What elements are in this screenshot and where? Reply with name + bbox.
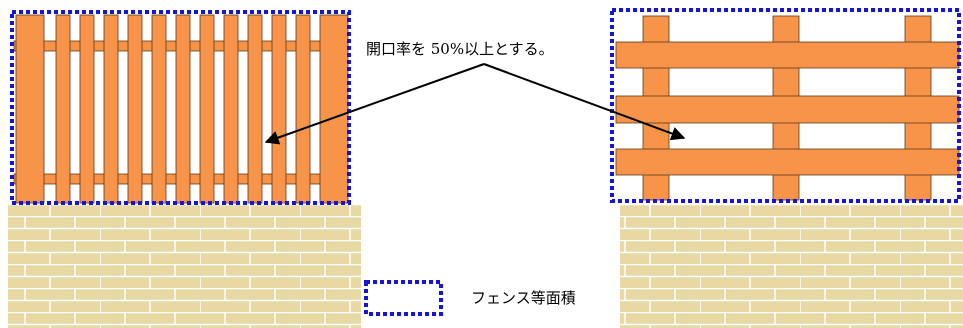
right-fence-area-boundary [610, 8, 961, 203]
arrow-to-right-fence [483, 63, 686, 141]
vertical-slat-fence [13, 14, 349, 204]
left-fence-area-boundary [10, 10, 351, 205]
right-brick-wall [620, 204, 963, 328]
left-brick-wall [8, 204, 361, 328]
horizontal-board-fence [615, 15, 960, 201]
legend-label: フェンス等面積 [471, 289, 576, 307]
opening-ratio-annotation: 開口率を 50%以上とする。 [366, 40, 554, 58]
arrow-to-left-fence [264, 63, 485, 145]
legend-dotted-rectangle-icon [364, 280, 443, 316]
